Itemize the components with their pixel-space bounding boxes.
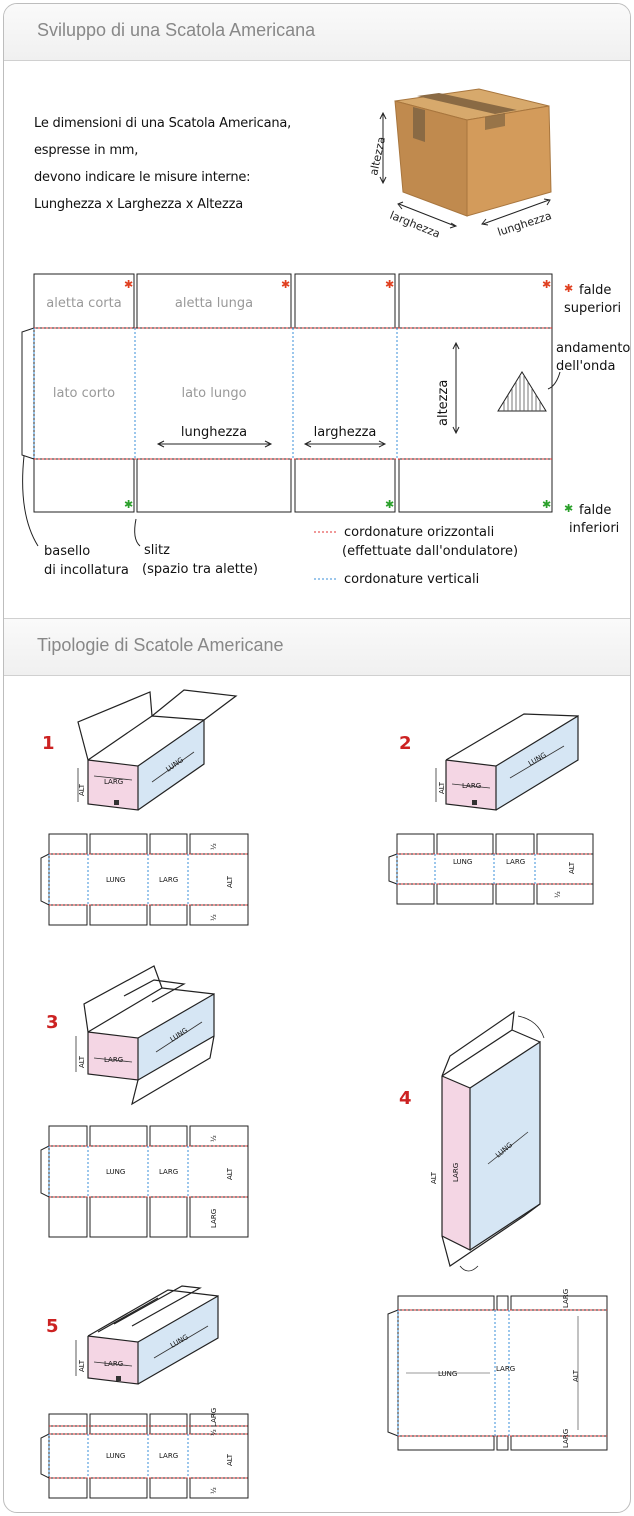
type-number: 1 [42, 733, 55, 754]
height-label: ALT [226, 875, 234, 888]
type-number: 2 [399, 733, 412, 754]
width-label: LARG [562, 1289, 570, 1308]
asterisk-icon: ✱ [281, 278, 290, 291]
top-short-flap-label: aletta corta [46, 296, 121, 311]
height-label: ALT [572, 1369, 580, 1382]
asterisk-icon: ✱ [564, 502, 573, 515]
height-label: ALT [78, 783, 86, 796]
box-type-2-sketch: LARG LUNG ALT [435, 713, 579, 811]
vertical-crease-legend: cordonature verticali [344, 572, 479, 584]
length-label: LUNG [438, 1370, 457, 1378]
intro-line: espresse in mm, [34, 143, 139, 158]
horizontal-crease-legend: cordonature orizzontali [344, 525, 494, 540]
long-side-label: lato lungo [181, 386, 246, 401]
height-label: ALT [78, 1359, 86, 1372]
half-width-label: ½ [210, 914, 218, 921]
box-type-2-blank: LUNG LARG ALT ½ [388, 833, 594, 905]
intro-line: devono indicare le misure interne: [34, 170, 251, 185]
bottom-flaps-note: inferiori [569, 521, 619, 536]
short-side-label: lato corto [53, 386, 115, 401]
section-title: Tipologie di Scatole Americane [37, 635, 284, 655]
section-title: Sviluppo di una Scatola Americana [37, 20, 316, 40]
width-label: LARG [159, 1452, 178, 1460]
slitz-note: slitz [144, 543, 170, 558]
height-label: ALT [438, 781, 446, 794]
width-label: LARG [496, 1365, 515, 1373]
type-number: 3 [46, 1012, 59, 1033]
width-label: LARG [210, 1209, 218, 1228]
box-type-1-sketch: LARG LUNG ALT [77, 689, 238, 811]
box-type-5-sketch: LARG LUNG ALT [75, 1285, 219, 1385]
glue-tab-note: di incollatura [44, 563, 129, 578]
page-frame: Sviluppo di una Scatola Americana Le dim… [3, 3, 631, 1513]
box-types-diagram: .o{fill:#fff;stroke:#222;stroke-width:1;… [40, 689, 608, 1499]
type-number: 5 [46, 1316, 59, 1337]
length-label: LUNG [106, 876, 125, 884]
box-type-4-blank: LUNG LARG ALT LARG LARG [387, 1289, 608, 1451]
wave-note: andamento [556, 341, 630, 356]
height-label: ALT [78, 1055, 86, 1068]
box-width-label: larghezza [388, 209, 442, 241]
bottom-flaps-note: falde [579, 503, 611, 518]
asterisk-icon: ✱ [542, 278, 551, 291]
height-label: ALT [226, 1453, 234, 1466]
asterisk-icon: ✱ [542, 498, 551, 511]
width-label: LARG [159, 1168, 178, 1176]
top-long-flap-label: aletta lunga [175, 296, 253, 311]
length-dimension-label: lunghezza [181, 425, 247, 440]
width-label: LARG [506, 858, 525, 866]
asterisk-icon: ✱ [564, 282, 573, 295]
asterisk-icon: ✱ [385, 278, 394, 291]
horizontal-crease-legend-sub: (effettuate dall'ondulatore) [342, 544, 518, 559]
box-type-4-sketch: LARG ALT LUNG [430, 1010, 545, 1272]
asterisk-icon: ✱ [124, 498, 133, 511]
cardboard-box-illustration: altezza larghezza lunghezza [367, 88, 553, 241]
height-label: ALT [226, 1167, 234, 1180]
top-flaps-note: falde [579, 283, 611, 298]
box-type-3-blank: LUNG LARG ALT ½ LARG [40, 1125, 249, 1238]
length-label: LUNG [106, 1168, 125, 1176]
top-flaps-note: superiori [564, 301, 621, 316]
box-type-1-blank: LUNG LARG ALT ½ ½ [40, 833, 249, 926]
box-length-label: lunghezza [496, 209, 553, 239]
width-label: LARG [452, 1163, 460, 1182]
intro-line: Le dimensioni di una Scatola Americana, [34, 116, 292, 131]
height-label: ALT [430, 1171, 438, 1184]
width-label: LARG [462, 782, 481, 790]
box-type-3-sketch: LARG LUNG ALT [75, 965, 215, 1106]
box-development-diagram: aletta corta aletta lunga lato corto lat… [21, 273, 630, 584]
half-width-label: ½ [210, 1487, 218, 1494]
type-number: 4 [399, 1088, 412, 1109]
flute-direction-icon [497, 371, 547, 412]
box-height-label: altezza [367, 136, 388, 177]
section-header: Sviluppo di una Scatola Americana [4, 4, 630, 61]
half-width-label: ½ [210, 843, 218, 850]
intro-line: Lunghezza x Larghezza x Altezza [34, 197, 243, 212]
half-width-label: ½ [554, 891, 562, 898]
length-label: LUNG [453, 858, 472, 866]
height-label: ALT [568, 861, 576, 874]
wave-note: dell'onda [556, 359, 615, 374]
section-header: Tipologie di Scatole Americane [4, 618, 630, 676]
asterisk-icon: ✱ [385, 498, 394, 511]
length-label: LUNG [106, 1452, 125, 1460]
height-dimension-label: altezza [436, 380, 451, 426]
half-width-label: ½ LARG [210, 1408, 218, 1436]
width-label: LARG [562, 1429, 570, 1448]
width-label: LARG [104, 778, 123, 786]
box-type-5-blank: LUNG LARG ALT ½ LARG ½ [40, 1408, 249, 1499]
asterisk-icon: ✱ [124, 278, 133, 291]
width-label: LARG [159, 876, 178, 884]
half-width-label: ½ [210, 1135, 218, 1142]
width-dimension-label: larghezza [314, 425, 377, 440]
slitz-note: (spazio tra alette) [142, 562, 258, 577]
glue-tab-note: basello [44, 544, 90, 559]
